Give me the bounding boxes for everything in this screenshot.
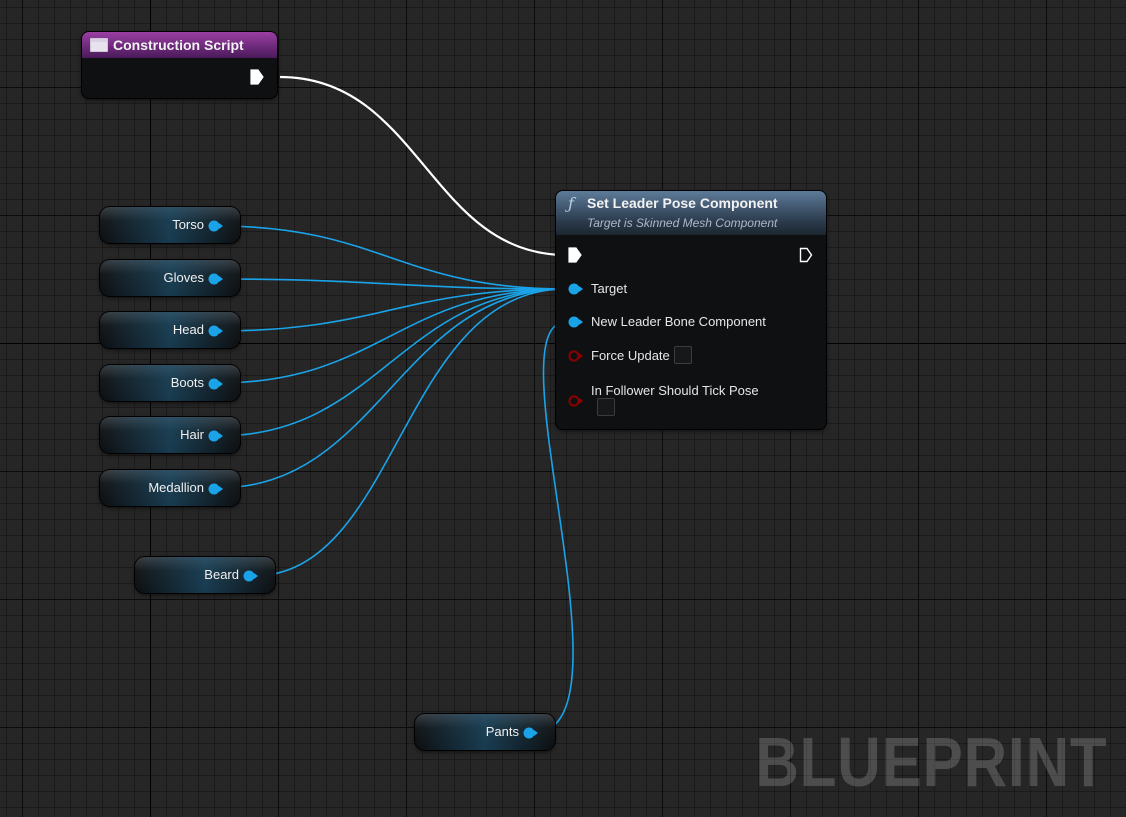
- follower-tick-pose-checkbox[interactable]: [597, 398, 615, 416]
- variable-node-beard[interactable]: Beard: [135, 557, 275, 593]
- set-leader-pose-header[interactable]: ƒ Set Leader Pose Component Target is Sk…: [556, 191, 826, 235]
- variable-node-head[interactable]: Head: [100, 312, 240, 348]
- variable-node-torso[interactable]: Torso: [100, 207, 240, 243]
- variable-label: Gloves: [163, 270, 204, 285]
- new-leader-bone-pin-label: New Leader Bone Component: [591, 314, 766, 329]
- object-out-pin-icon[interactable]: [208, 272, 224, 286]
- follower-tick-pose-pin-icon[interactable]: [568, 394, 584, 408]
- wire-gloves-target[interactable]: [217, 278, 567, 290]
- variable-label: Hair: [180, 427, 204, 442]
- wire-boots-target[interactable]: [217, 288, 567, 384]
- object-out-pin-icon[interactable]: [208, 219, 224, 233]
- wire-hair-target[interactable]: [217, 288, 567, 437]
- target-pin-icon[interactable]: [568, 282, 584, 296]
- target-pin-label: Target: [591, 281, 628, 296]
- construction-script-header[interactable]: Construction Script: [82, 32, 277, 58]
- variable-node-medallion[interactable]: Medallion: [100, 470, 240, 506]
- variable-node-hair[interactable]: Hair: [100, 417, 240, 453]
- object-out-pin-icon[interactable]: [208, 324, 224, 338]
- wire-torso-target[interactable]: [217, 225, 567, 290]
- variable-node-gloves[interactable]: Gloves: [100, 260, 240, 296]
- variable-label: Boots: [170, 375, 204, 390]
- object-out-pin-icon[interactable]: [208, 377, 224, 391]
- variable-node-pants[interactable]: Pants: [415, 714, 555, 750]
- graph-origin-vertical-axis: [150, 0, 151, 817]
- force-update-pin-label: Force Update: [591, 348, 670, 363]
- set-leader-pose-subtitle: Target is Skinned Mesh Component: [587, 216, 778, 230]
- object-out-pin-icon[interactable]: [208, 482, 224, 496]
- variable-label: Medallion: [148, 480, 204, 495]
- exec-wire[interactable]: [279, 75, 567, 257]
- variable-label: Head: [172, 322, 204, 337]
- follower-tick-pose-pin-label: In Follower Should Tick Pose: [591, 383, 759, 398]
- wire-pants-new-leader[interactable]: [532, 321, 574, 734]
- wire-beard-target[interactable]: [252, 288, 567, 577]
- construction-script-node[interactable]: Construction Script: [82, 32, 277, 98]
- variable-label: Beard: [204, 567, 239, 582]
- construction-script-title: Construction Script: [113, 37, 244, 53]
- wire-medallion-target[interactable]: [217, 288, 567, 489]
- set-leader-pose-component-node[interactable]: ƒ Set Leader Pose Component Target is Sk…: [556, 191, 826, 429]
- variable-label: Pants: [485, 724, 519, 739]
- object-out-pin-icon[interactable]: [208, 429, 224, 443]
- variable-label: Torso: [172, 217, 204, 232]
- exec-in-pin-icon[interactable]: [568, 247, 582, 263]
- exec-out-pin-icon[interactable]: [799, 247, 813, 263]
- object-out-pin-icon[interactable]: [243, 569, 259, 583]
- force-update-checkbox[interactable]: [674, 346, 692, 364]
- function-icon: ƒ: [568, 194, 574, 213]
- set-leader-pose-title: Set Leader Pose Component: [587, 195, 778, 211]
- new-leader-bone-pin-icon[interactable]: [568, 315, 584, 329]
- variable-node-boots[interactable]: Boots: [100, 365, 240, 401]
- exec-out-pin-icon[interactable]: [250, 69, 264, 85]
- wire-head-target[interactable]: [217, 288, 567, 332]
- object-out-pin-icon[interactable]: [523, 726, 539, 740]
- force-update-pin-icon[interactable]: [568, 349, 584, 363]
- blueprint-watermark: BLUEPRINT: [755, 723, 1108, 801]
- event-icon: [90, 38, 108, 52]
